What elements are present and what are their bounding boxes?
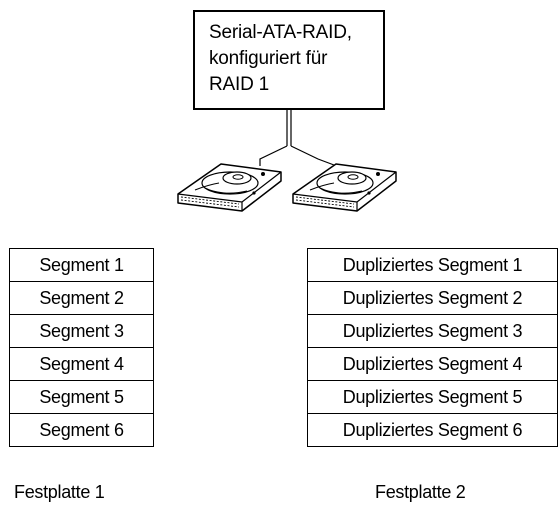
table-row: Dupliziertes Segment 6 bbox=[307, 413, 558, 447]
raid-controller-line: RAID 1 bbox=[209, 74, 270, 95]
raid-controller-line: Serial-ATA-RAID, bbox=[209, 22, 352, 43]
connector-lines bbox=[259, 110, 335, 166]
segment-cell: Segment 2 bbox=[9, 281, 154, 315]
disk2-segment-table: Dupliziertes Segment 1 Dupliziertes Segm… bbox=[307, 248, 558, 447]
table-row: Segment 3 bbox=[9, 314, 154, 348]
table-row: Segment 2 bbox=[9, 281, 154, 315]
raid-controller-box: Serial-ATA-RAID, konfiguriert für RAID 1 bbox=[193, 10, 385, 110]
segment-cell: Dupliziertes Segment 5 bbox=[307, 380, 558, 414]
segment-cell: Segment 6 bbox=[9, 413, 154, 447]
segment-cell: Segment 1 bbox=[9, 248, 154, 282]
table-row: Dupliziertes Segment 3 bbox=[307, 314, 558, 348]
segment-cell: Segment 4 bbox=[9, 347, 154, 381]
segment-cell: Dupliziertes Segment 3 bbox=[307, 314, 558, 348]
hard-drive-icon bbox=[177, 163, 282, 212]
table-row: Segment 6 bbox=[9, 413, 154, 447]
drive-diagram bbox=[177, 110, 397, 212]
table-row: Segment 4 bbox=[9, 347, 154, 381]
segment-cell: Dupliziertes Segment 2 bbox=[307, 281, 558, 315]
table-row: Segment 1 bbox=[9, 248, 154, 282]
segment-cell: Dupliziertes Segment 6 bbox=[307, 413, 558, 447]
disk1-segment-table: Segment 1 Segment 2 Segment 3 Segment 4 … bbox=[9, 248, 154, 447]
table-row: Dupliziertes Segment 4 bbox=[307, 347, 558, 381]
disk2-label: Festplatte 2 bbox=[375, 482, 466, 502]
raid-controller-line: konfiguriert für bbox=[209, 48, 328, 69]
segment-cell: Segment 3 bbox=[9, 314, 154, 348]
segment-cell: Dupliziertes Segment 4 bbox=[307, 347, 558, 381]
table-row: Segment 5 bbox=[9, 380, 154, 414]
hard-drive-icon bbox=[292, 163, 397, 212]
table-row: Dupliziertes Segment 5 bbox=[307, 380, 558, 414]
segment-cell: Segment 5 bbox=[9, 380, 154, 414]
disk1-label: Festplatte 1 bbox=[14, 482, 105, 502]
table-row: Dupliziertes Segment 1 bbox=[307, 248, 558, 282]
segment-cell: Dupliziertes Segment 1 bbox=[307, 248, 558, 282]
table-row: Dupliziertes Segment 2 bbox=[307, 281, 558, 315]
